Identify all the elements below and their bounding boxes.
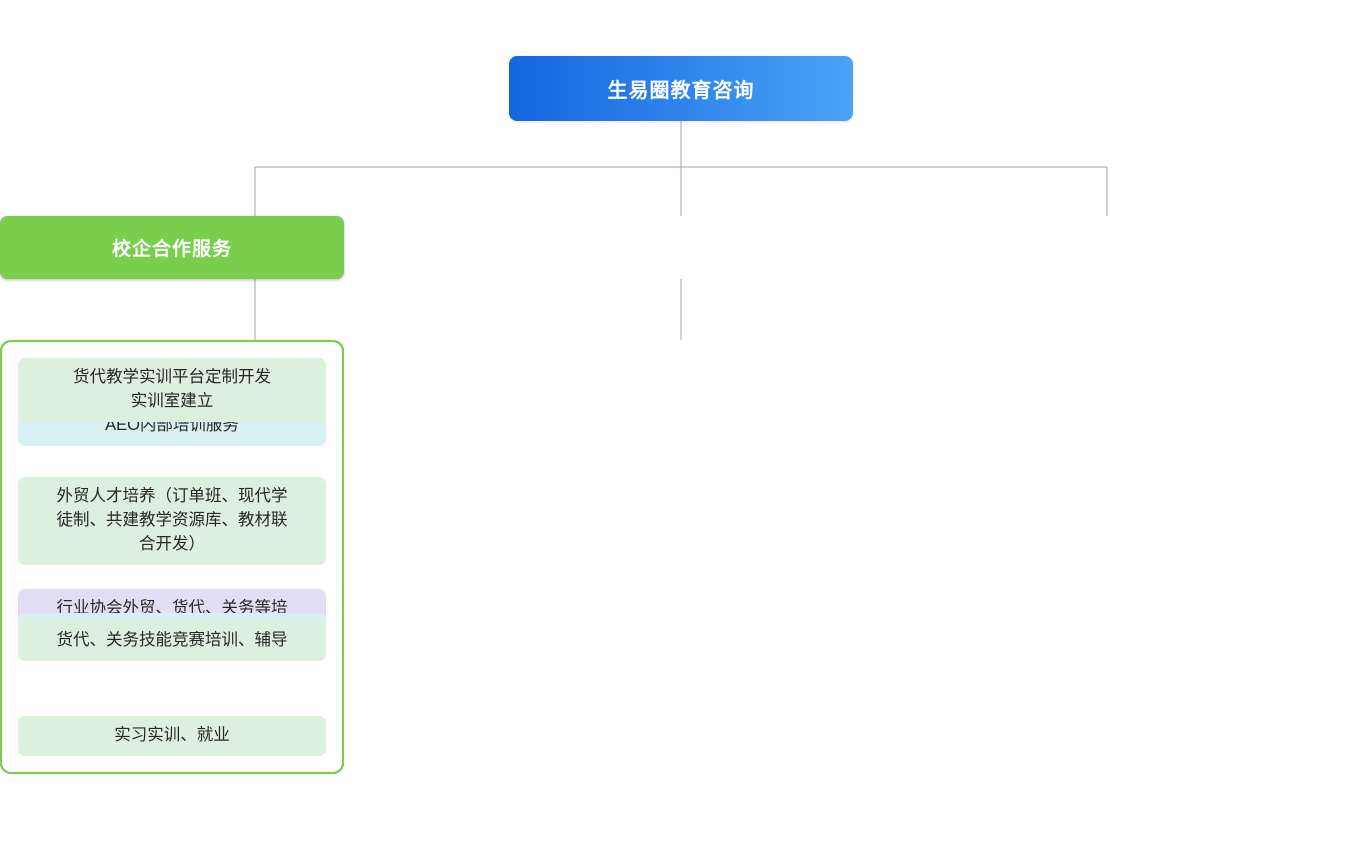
service-item[interactable]: 外贸人才培养（订单班、现代学徒制、共建教学资源库、教材联合开发） bbox=[18, 477, 326, 566]
column-header-3[interactable]: 校企合作服务 bbox=[0, 216, 344, 279]
service-item[interactable]: 实习实训、就业 bbox=[18, 716, 326, 756]
root-node-label: 生易圈教育咨询 bbox=[607, 80, 755, 102]
service-item-line: 货代、关务技能竞赛培训、辅导 bbox=[56, 630, 288, 649]
service-item[interactable]: 货代教学实训平台定制开发实训室建立 bbox=[18, 358, 326, 422]
service-item[interactable]: 货代、关务技能竞赛培训、辅导 bbox=[18, 620, 326, 661]
service-item-label: 外贸人才培养（订单班、现代学徒制、共建教学资源库、教材联合开发） bbox=[57, 485, 288, 557]
column-header-3-label: 校企合作服务 bbox=[111, 239, 232, 260]
service-item-label: 货代、关务技能竞赛培训、辅导 bbox=[57, 629, 288, 653]
column-panel-3: 货代教学实训平台定制开发实训室建立外贸人才培养（订单班、现代学徒制、共建教学资源… bbox=[0, 340, 344, 774]
service-item-line: 合开发） bbox=[139, 535, 205, 554]
service-item-line: 外贸人才培养（订单班、现代学 bbox=[56, 487, 288, 506]
service-item-line: 实习实训、就业 bbox=[114, 726, 230, 745]
service-item-line: 徒制、共建教学资源库、教材联 bbox=[56, 511, 288, 530]
service-item-label: 货代教学实训平台定制开发实训室建立 bbox=[73, 366, 271, 414]
root-node-生易圈教育咨询[interactable]: 生易圈教育咨询 bbox=[509, 56, 853, 121]
service-item-label: 实习实训、就业 bbox=[114, 724, 230, 748]
service-item-line: 货代教学实训平台定制开发 bbox=[73, 368, 271, 386]
service-item-line: 实训室建立 bbox=[130, 391, 214, 410]
service-item-line: 行业协会外贸、货代、关务等培 bbox=[56, 598, 288, 617]
